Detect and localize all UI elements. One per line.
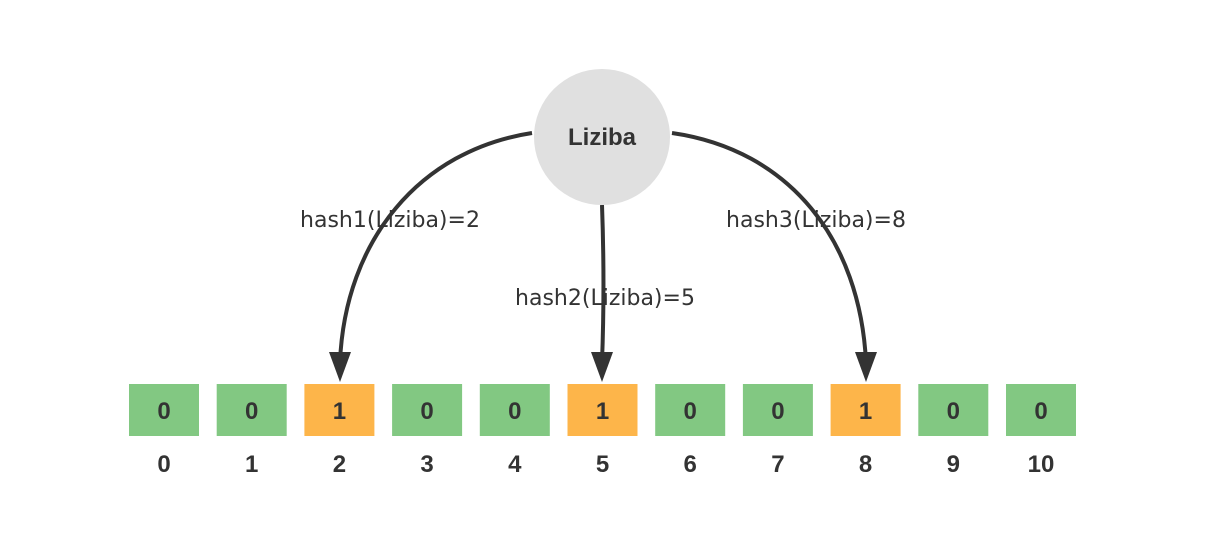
bit-index-label: 9 (947, 451, 960, 478)
bit-cell-8: 18 (830, 384, 901, 478)
bit-cell-value: 0 (157, 398, 170, 425)
bit-index-label: 7 (771, 451, 784, 478)
bit-cell-2: 12 (304, 384, 375, 478)
bit-cell-3: 03 (392, 384, 463, 478)
edge-hash1-arrowhead (329, 352, 351, 382)
edge-hash3 (671, 131, 877, 382)
bit-cell-box (830, 384, 901, 436)
bit-cell-value: 0 (508, 398, 521, 425)
bit-cell-9: 09 (918, 384, 989, 478)
bit-cell-7: 07 (742, 384, 813, 478)
bit-index-label: 10 (1028, 451, 1055, 478)
bit-cell-6: 06 (655, 384, 726, 478)
bit-cell-box (655, 384, 726, 436)
bit-cell-value: 0 (420, 398, 433, 425)
bit-cell-value: 1 (333, 398, 346, 425)
bit-index-label: 4 (508, 451, 522, 478)
bit-cell-value: 0 (771, 398, 784, 425)
bit-cell-10: 0 10 (1006, 384, 1076, 478)
bit-index-label: 5 (596, 451, 609, 478)
edge-hash2-arrowhead (591, 352, 613, 382)
edge-hash3-line (671, 131, 868, 363)
bit-cell-box (1006, 384, 1076, 436)
edge-hash3-arrowhead (855, 352, 877, 382)
edge-label-hash3: hash3(Liziba)=8 (726, 208, 906, 233)
bit-cell-4: 04 (479, 384, 550, 478)
bit-index-label: 3 (420, 451, 433, 478)
bit-cell-box (392, 384, 463, 436)
bit-cell-1: 01 (216, 384, 287, 478)
bit-cell-box (304, 384, 375, 436)
bit-cell-box (216, 384, 287, 436)
bit-cell-0: 00 (129, 384, 199, 478)
bit-cell-value: 0 (947, 398, 960, 425)
edge-hash2-line (600, 204, 606, 363)
bit-cell-value: 1 (859, 398, 872, 425)
edge-hash2 (591, 204, 613, 382)
edge-hash1 (329, 131, 533, 382)
bit-cell-value: 0 (245, 398, 258, 425)
node-liziba: Liziba (534, 69, 670, 205)
bit-cell-box (129, 384, 199, 436)
edge-label-hash2: hash2(Liziba)=5 (515, 286, 695, 311)
bit-cell-box (479, 384, 550, 436)
bit-cell-5: 15 (567, 384, 638, 478)
bit-index-label: 0 (157, 451, 170, 478)
bit-index-label: 6 (684, 451, 697, 478)
bit-cell-value: 0 (684, 398, 697, 425)
node-circle (534, 69, 670, 205)
bit-cell-box (742, 384, 813, 436)
bit-cell-box (567, 384, 638, 436)
bit-index-label: 2 (333, 451, 346, 478)
bit-cell-box (918, 384, 989, 436)
edge-hash1-line (338, 131, 533, 363)
bit-index-label: 8 (859, 451, 872, 478)
bit-cell-value: 1 (596, 398, 609, 425)
edge-label-hash1: hash1(Liziba)=2 (300, 208, 480, 233)
bit-cell-value: 0 (1034, 398, 1047, 425)
bit-index-label: 1 (245, 451, 258, 478)
node-label: Liziba (568, 124, 637, 151)
